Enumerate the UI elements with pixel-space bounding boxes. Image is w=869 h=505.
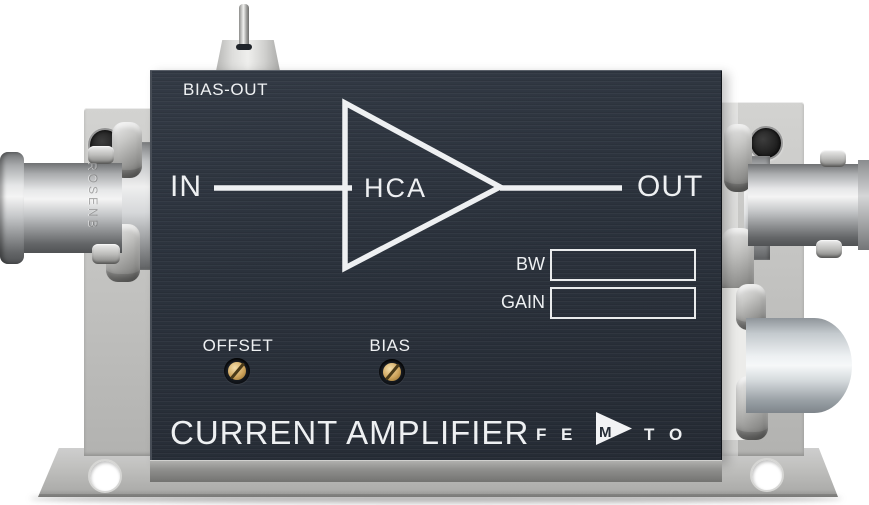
brand-letter-t: T (644, 425, 655, 444)
bias-trimmer-screw (379, 359, 405, 385)
bnc-in-bayonet-stud-top (88, 146, 114, 164)
offset-screw-slot (229, 362, 246, 380)
bias-out-pin (239, 4, 249, 48)
panel-bottom-edge-strip (150, 460, 722, 482)
amp-model-label: HCA (364, 173, 428, 203)
gain-label: GAIN (500, 292, 545, 312)
brand-letter-o: O (669, 425, 683, 444)
bnc-out-end-ring (858, 160, 869, 250)
out-label: OUT (637, 170, 704, 203)
bnc-in-bayonet-stud-bottom (92, 244, 120, 264)
offset-trimmer-slot-screw (228, 362, 246, 380)
brand-letter-m: M (599, 424, 612, 441)
bias-out-label: BIAS-OUT (183, 80, 269, 99)
front-panel: BIAS-OUT IN HCA OUT BW GAIN OFFSET BIAS … (150, 70, 722, 462)
mounting-hole-bottom-right (750, 458, 784, 492)
mounting-hole-top-right (749, 126, 783, 160)
offset-label: OFFSET (202, 336, 274, 355)
bnc-in-embossed-text: ROSENB (86, 162, 100, 231)
bnc-in-front-ring (0, 152, 24, 264)
bnc-out-bayonet-stud-top (820, 150, 846, 167)
device-title: CURRENT AMPLIFIER (170, 414, 530, 451)
bias-screw-slot (384, 363, 401, 381)
bw-value-box (550, 249, 696, 281)
bnc-in-body (16, 163, 122, 253)
offset-trimmer-screw (224, 358, 250, 384)
bw-label: BW (516, 254, 545, 274)
bias-trimmer-slot-screw (383, 363, 401, 381)
bias-out-pin-insulator-ring (236, 44, 252, 50)
amplifier-triangle (342, 98, 506, 273)
bnc-out-body (748, 164, 869, 246)
brand-letter-e: E (561, 425, 573, 444)
bnc-out-bayonet-stud-bottom (816, 240, 842, 258)
in-label: IN (170, 170, 202, 203)
gain-value-box (550, 287, 696, 319)
power-connector-body (746, 318, 852, 413)
mounting-hole-bottom-left (88, 459, 122, 493)
bnc-out-clamp-lug-top (724, 124, 752, 192)
amplifier-schematic-symbol (214, 98, 622, 273)
brand-letter-f: F (536, 425, 547, 444)
bias-label: BIAS (369, 336, 411, 355)
device-shadow (30, 494, 842, 503)
